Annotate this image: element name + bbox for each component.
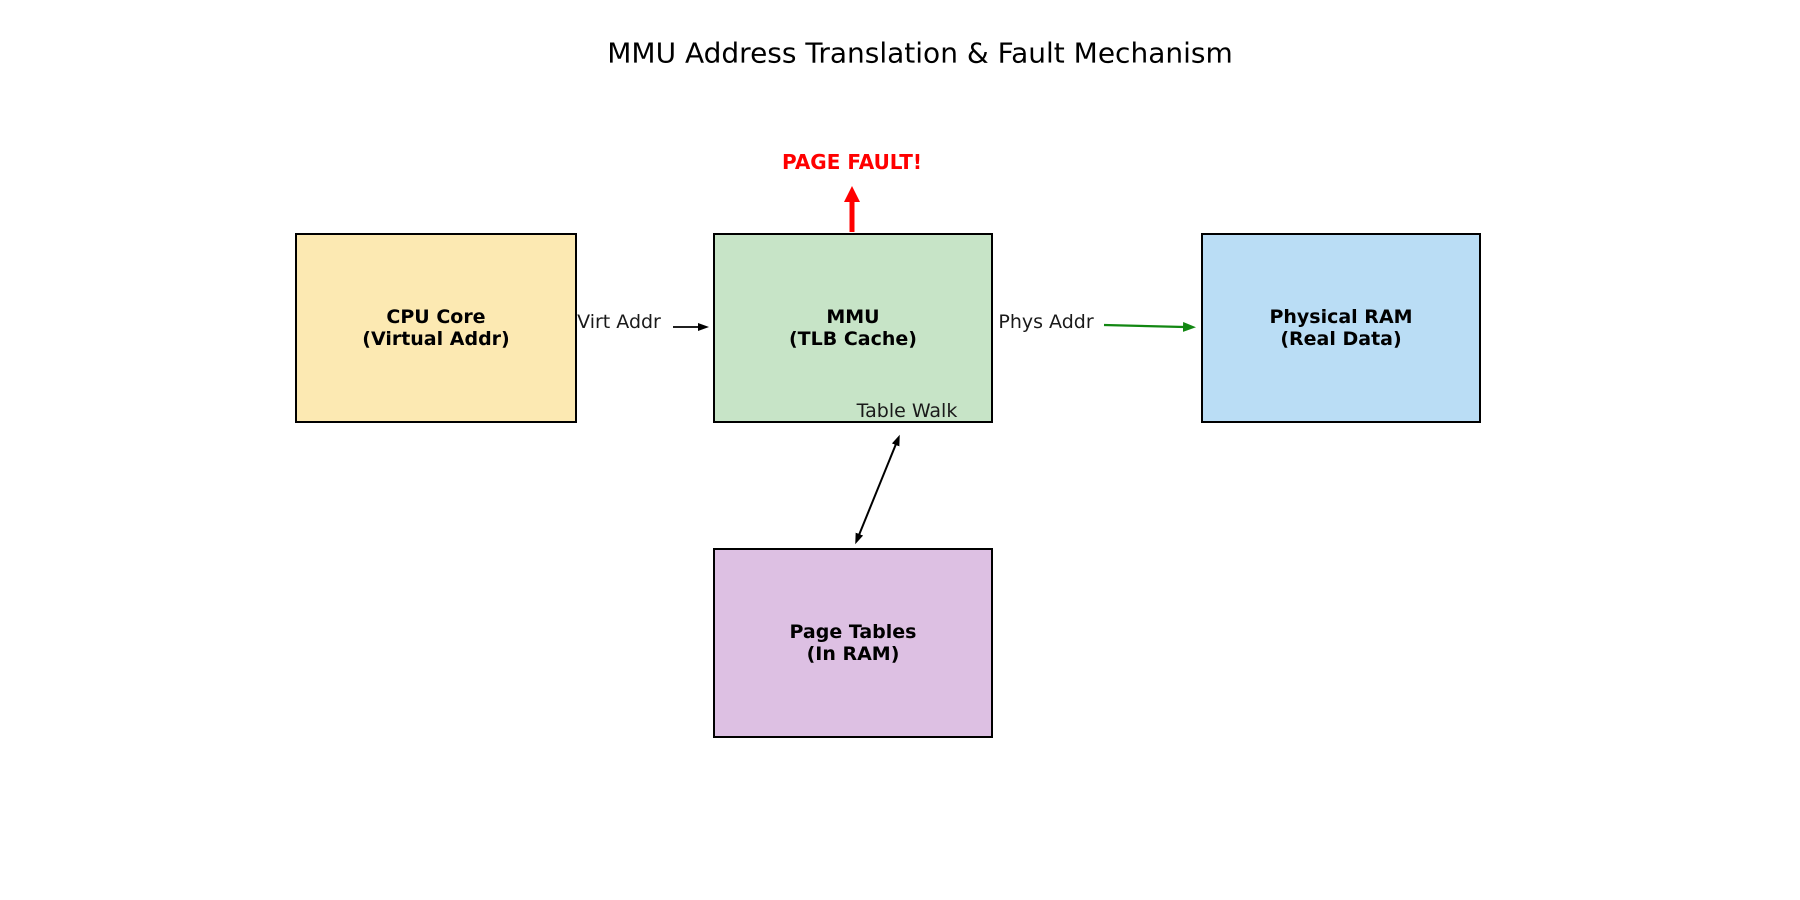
table-walk-arrow <box>855 434 900 545</box>
mmu-label-line1: MMU <box>826 306 880 328</box>
page-tables-label: Page Tables (In RAM) <box>790 621 917 665</box>
page-tables-box: Page Tables (In RAM) <box>713 548 993 738</box>
cpu-core-box: CPU Core (Virtual Addr) <box>295 233 577 423</box>
mmu-box: MMU (TLB Cache) <box>713 233 993 423</box>
physical-ram-label-line2: (Real Data) <box>1280 328 1402 350</box>
physical-ram-box: Physical RAM (Real Data) <box>1201 233 1481 423</box>
phys-addr-label: Phys Addr <box>998 311 1094 333</box>
table-walk-label: Table Walk <box>856 400 958 422</box>
page-tables-label-line2: (In RAM) <box>806 643 900 665</box>
cpu-core-label: CPU Core (Virtual Addr) <box>362 306 509 350</box>
physical-ram-label: Physical RAM (Real Data) <box>1269 306 1412 350</box>
physical-ram-label-line1: Physical RAM <box>1269 306 1413 328</box>
phys-addr-arrow <box>1103 321 1196 332</box>
cpu-core-label-line1: CPU Core <box>386 306 486 328</box>
page-tables-label-line1: Page Tables <box>789 621 917 643</box>
diagram-title: MMU Address Translation & Fault Mechanis… <box>607 36 1233 70</box>
cpu-core-label-line2: (Virtual Addr) <box>362 328 510 350</box>
virt-addr-label: Virt Addr <box>577 311 661 333</box>
mmu-label-line2: (TLB Cache) <box>789 328 917 350</box>
page-fault-label: PAGE FAULT! <box>781 150 923 174</box>
mmu-label: MMU (TLB Cache) <box>789 306 917 350</box>
